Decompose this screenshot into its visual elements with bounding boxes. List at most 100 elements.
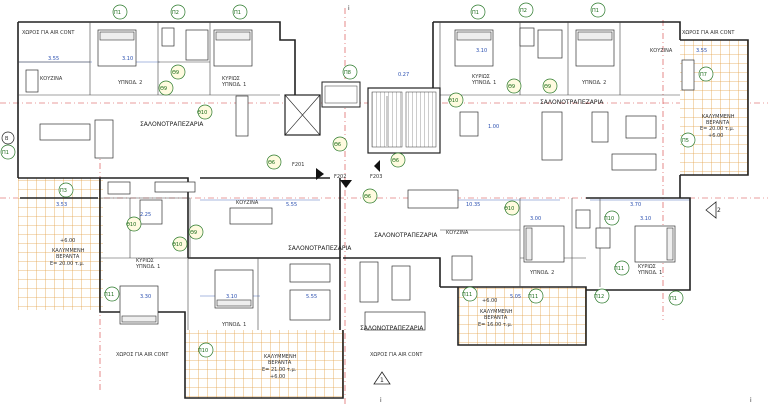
svg-text:Θ10: Θ10 [126, 222, 136, 228]
dim-310-ml: 3.10 [226, 294, 237, 300]
svg-text:1: 1 [380, 377, 384, 384]
tag-p11-m: Π11 [528, 288, 544, 304]
svg-text:Π10: Π10 [198, 348, 208, 354]
svg-text:Π11: Π11 [104, 292, 114, 298]
svg-text:i: i [348, 5, 350, 12]
tag-b6-3: Θ6 [390, 152, 406, 168]
svg-text:Π10: Π10 [604, 216, 614, 222]
veranda-bottom-title-a: ΚΑΛΥΜΜΕΝΗ [264, 354, 297, 360]
tag-b10-4: Θ10 [172, 236, 188, 252]
svg-text:Π8: Π8 [344, 70, 351, 76]
tag-p1-tl2: Π1 [232, 4, 248, 20]
tag-p10-r: Π10 [604, 210, 620, 226]
master-label-b-tl: ΥΠΝΟΔ. 1 [221, 82, 246, 88]
veranda-left [18, 178, 103, 310]
tag-b9-1: Θ9 [170, 64, 186, 80]
tag-p1-tr2: Π1 [590, 2, 606, 18]
dim-225: 2.25 [140, 212, 151, 218]
aircon-label-tr: ΧΩΡΟΣ ΓΙΑ AIR CONT [682, 30, 735, 36]
dim-100: 1.00 [488, 124, 499, 130]
dim-310-mr: 3.10 [640, 216, 651, 222]
veranda-left-area: Ε= 20.00 τ.μ. [50, 261, 85, 267]
kitchen-label-ml: ΚΟΥΖΙΝΑ [236, 200, 259, 206]
tag-b6-1: Θ6 [266, 154, 282, 170]
tag-b9-5: Θ9 [188, 224, 204, 240]
master-label-a-tr: ΚΥΡΙΩΣ [472, 74, 490, 80]
tag-p10: Π10 [198, 342, 214, 358]
outer-walls [17, 21, 749, 399]
veranda-right-level: +6.00 [708, 133, 723, 139]
svg-text:i: i [380, 397, 382, 404]
veranda-left-title-a: ΚΑΛΥΜΜΕΝΗ [52, 248, 85, 254]
dim-370: 3.70 [630, 202, 641, 208]
svg-text:Π1: Π1 [472, 10, 479, 16]
furniture [25, 59, 695, 331]
veranda-mid-level: +6.00 [482, 298, 497, 304]
bedroom2-label-mr: ΥΠΝΟΔ. 2 [529, 270, 554, 276]
veranda-right-area: Ε= 20.00 τ.μ. [700, 126, 735, 132]
svg-text:Θ6: Θ6 [364, 194, 371, 200]
tag-b9-3: Θ9 [506, 78, 522, 94]
dim-310-tl: 3.10 [122, 56, 133, 62]
svg-text:Θ9: Θ9 [544, 84, 551, 90]
bedroom2-label-tl: ΥΠΝΟΔ. 2 [117, 80, 142, 86]
svg-text:Π1: Π1 [114, 10, 121, 16]
tag-p2-tr: Π2 [518, 2, 534, 18]
svg-text:Θ9: Θ9 [172, 70, 179, 76]
tag-p8: Π8 [342, 64, 358, 80]
axis-marker-b-left: B [1, 131, 15, 145]
svg-text:2: 2 [717, 207, 721, 214]
veranda-left-title-b: ΒΕΡΑΝΤΑ [56, 254, 80, 260]
dim-355-tr: 3.55 [696, 48, 707, 54]
svg-text:Θ10: Θ10 [504, 206, 514, 212]
living-label-bm: ΣΑΛΟΝΟΤΡΑΠΕΖΑΡΙΑ [360, 325, 424, 332]
svg-text:B: B [5, 136, 9, 142]
tag-p11-r: Π11 [614, 260, 630, 276]
tag-p11-l: Π11 [104, 286, 120, 302]
dim-310-tr: 3.10 [476, 48, 487, 54]
living-label-tl: ΣΑΛΟΝΟΤΡΑΠΕΖΑΡΙΑ [140, 121, 204, 128]
svg-text:Π7: Π7 [700, 72, 707, 78]
aircon-label-bl: ΧΩΡΟΣ ΓΙΑ AIR CONT [116, 352, 169, 358]
svg-text:Π5: Π5 [682, 138, 689, 144]
tag-b6-2: Θ6 [332, 136, 348, 152]
tag-b10-5: Θ10 [504, 200, 520, 216]
tag-p7: Π7 [698, 66, 714, 82]
tag-p1-r: Π1 [668, 290, 684, 306]
kitchen-label-mr: ΚΟΥΖΙΝΑ [446, 230, 469, 236]
svg-text:Θ10: Θ10 [197, 110, 207, 116]
tag-b9-4: Θ9 [542, 78, 558, 94]
svg-text:Π2: Π2 [520, 8, 527, 14]
section-markers: 1 2 i i i B [1, 5, 752, 404]
section-marker-1: 1 [373, 371, 391, 385]
svg-text:Θ6: Θ6 [268, 160, 275, 166]
svg-text:Π2: Π2 [172, 10, 179, 16]
dim-1035: 10.35 [466, 202, 480, 208]
tag-p1-tr: Π1 [470, 4, 486, 20]
tag-b9-2: Θ9 [158, 80, 174, 96]
svg-text:Π12: Π12 [594, 294, 604, 300]
room-labels: ΧΩΡΟΣ ΓΙΑ AIR CONT ΧΩΡΟΣ ΓΙΑ AIR CONT ΧΩ… [22, 30, 735, 358]
door-f202: F202 [334, 174, 346, 180]
svg-text:Π11: Π11 [528, 294, 538, 300]
veranda-bottom-level: +6.00 [270, 374, 285, 380]
svg-text:Π1: Π1 [2, 150, 9, 156]
svg-text:Θ6: Θ6 [334, 142, 341, 148]
svg-text:Θ6: Θ6 [392, 158, 399, 164]
master-label-b-ml: ΥΠΝΟΔ. 1 [135, 264, 160, 270]
tag-p5: Π5 [680, 132, 696, 148]
dim-355-tl: 3.55 [48, 56, 59, 62]
tag-p12: Π12 [594, 288, 610, 304]
svg-text:Π1: Π1 [592, 8, 599, 14]
veranda-labels: +6.00 ΚΑΛΥΜΜΕΝΗ ΒΕΡΑΝΤΑ Ε= 20.00 τ.μ. ΚΑ… [50, 114, 735, 380]
kitchen-label-tr: ΚΟΥΖΙΝΑ [650, 48, 673, 54]
veranda-bottom-title-b: ΒΕΡΑΝΤΑ [268, 360, 292, 366]
svg-text:Θ10: Θ10 [172, 242, 182, 248]
tag-p11-bm: Π11 [462, 286, 478, 302]
tag-p1-tl: Π1 [112, 4, 128, 20]
living-label-tr: ΣΑΛΟΝΟΤΡΑΠΕΖΑΡΙΑ [540, 99, 604, 106]
dim-555-bm: 5.55 [306, 294, 317, 300]
interior-walls [18, 22, 680, 330]
veranda-bottom-area: Ε= 21.00 τ.μ. [262, 367, 297, 373]
